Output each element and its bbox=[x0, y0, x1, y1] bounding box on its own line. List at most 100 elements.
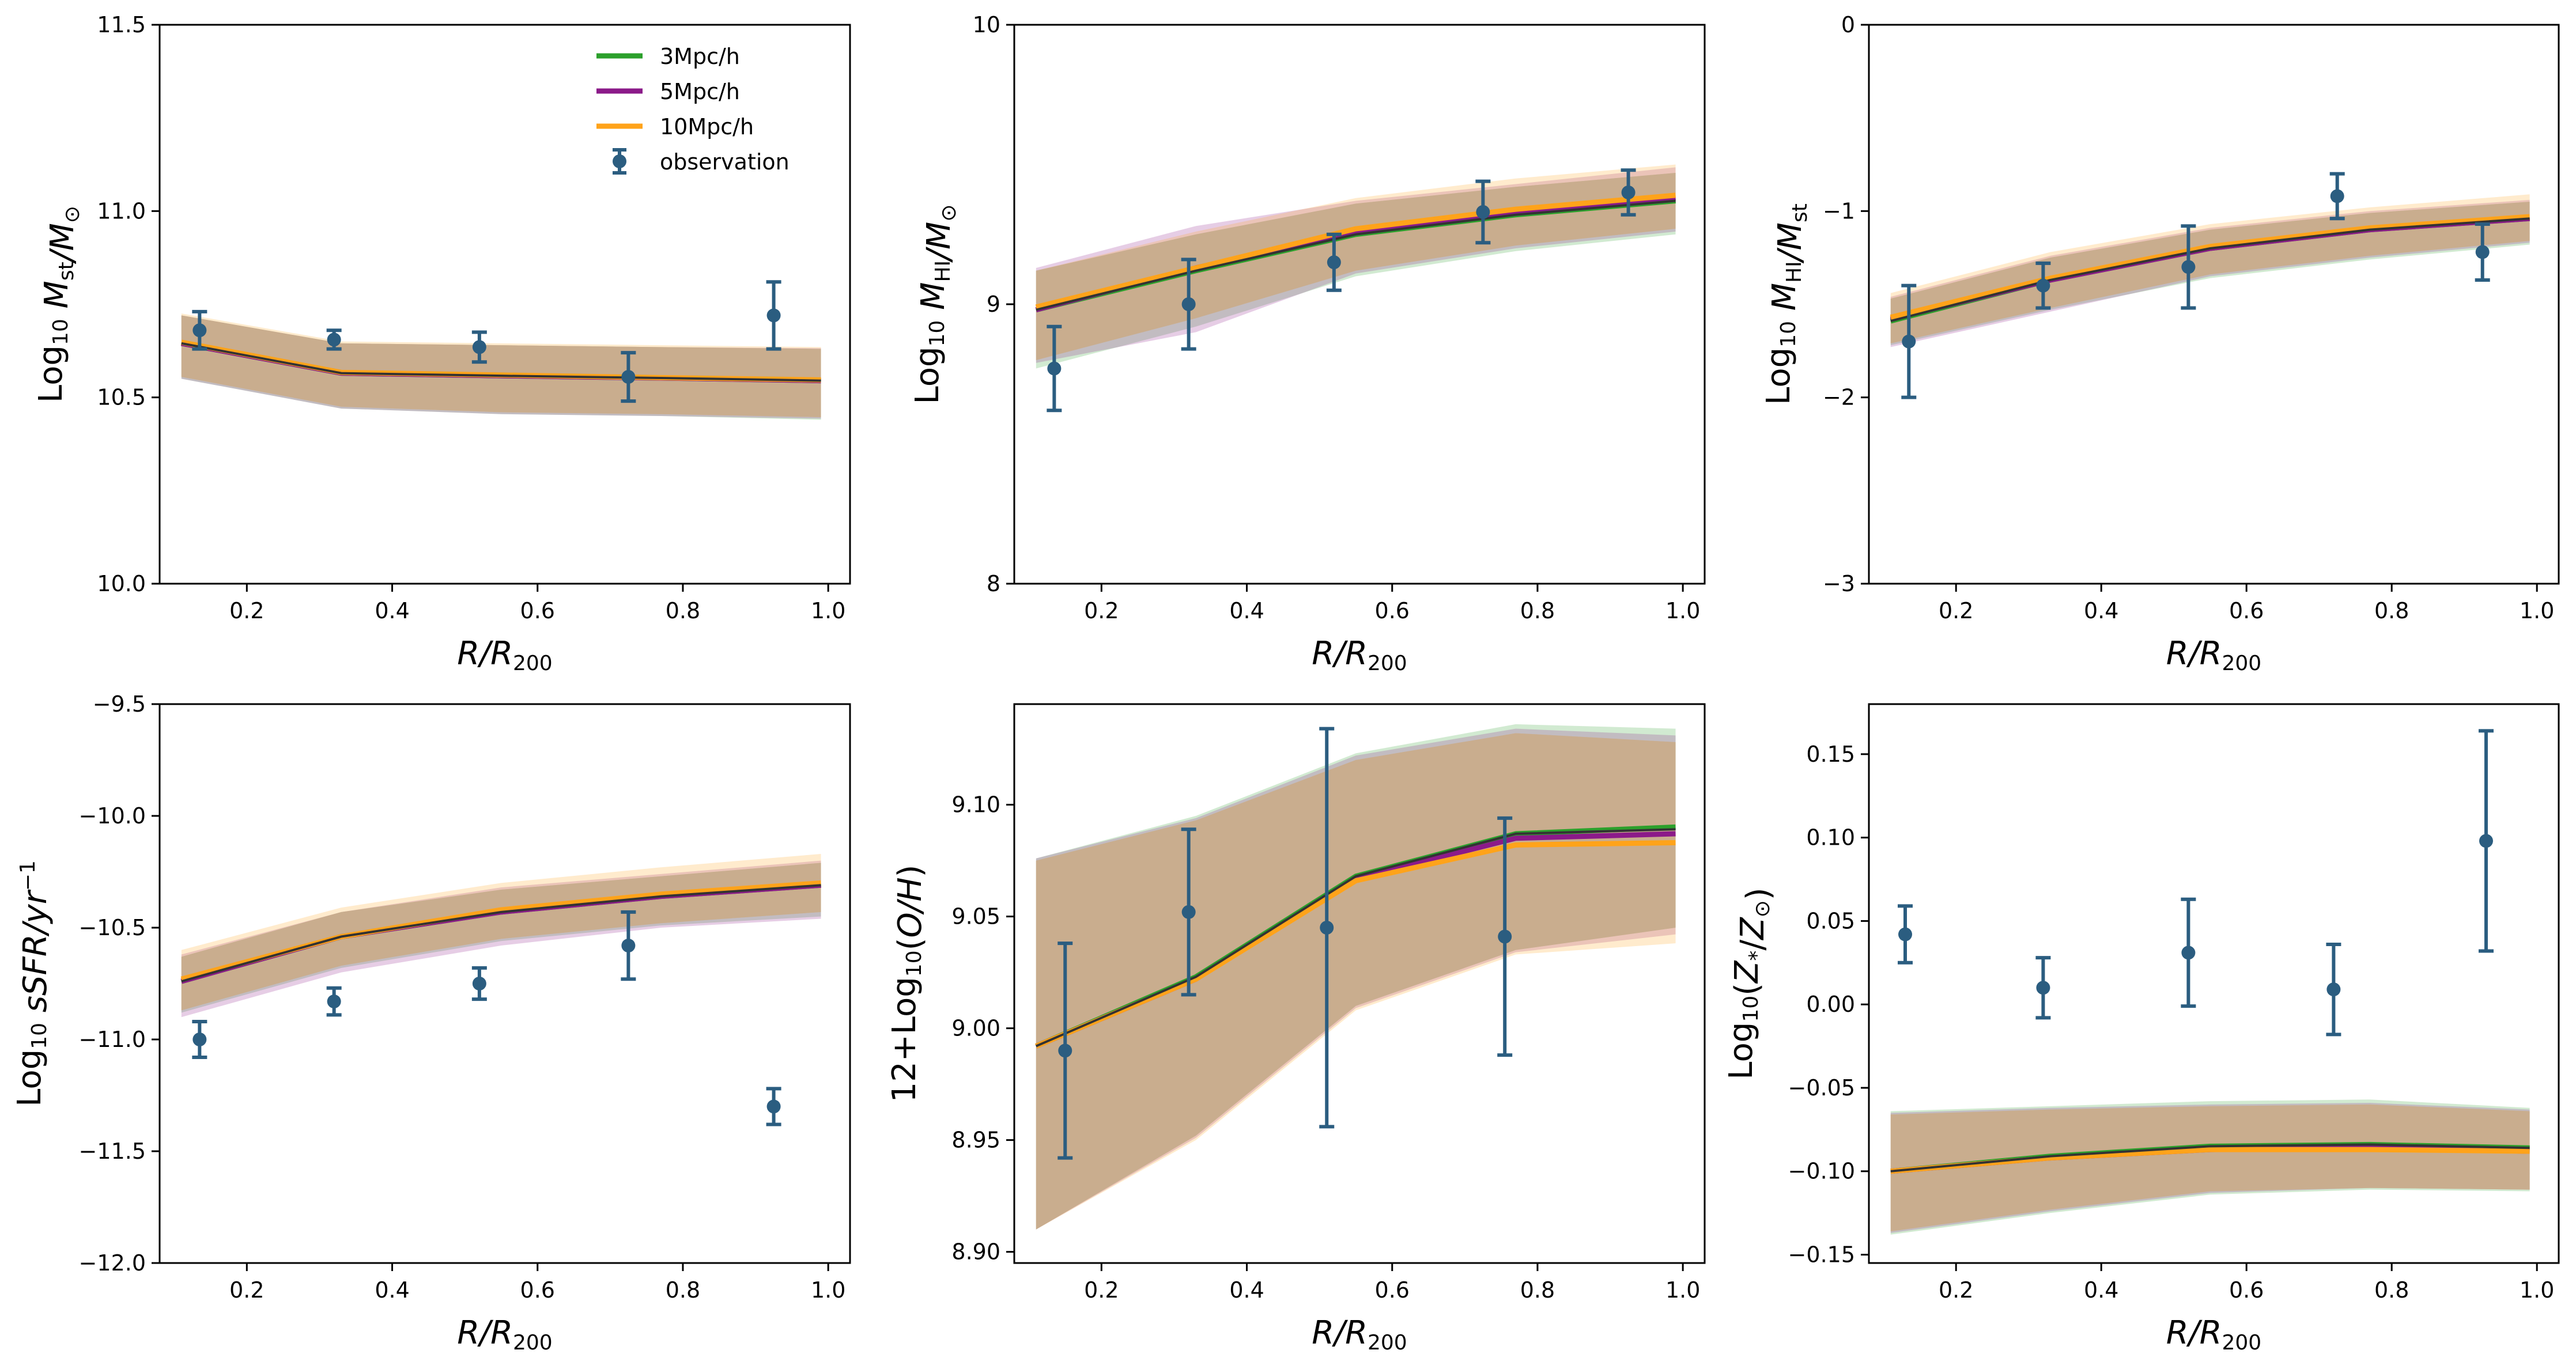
observation-point bbox=[2035, 261, 2051, 310]
y-tick-label: 9.05 bbox=[951, 904, 1000, 929]
y-tick-label: 8.95 bbox=[951, 1128, 1000, 1153]
x-tick-label: 0.6 bbox=[520, 1277, 555, 1303]
x-tick-label: 0.4 bbox=[375, 1277, 409, 1303]
y-tick-label: −0.15 bbox=[1788, 1242, 1855, 1268]
observation-point bbox=[621, 351, 636, 403]
y-axis-label: Log10(Z*/Z⊙) bbox=[1723, 887, 1777, 1079]
x-tick-label: 0.2 bbox=[1084, 598, 1119, 623]
mean-line bbox=[181, 342, 821, 382]
x-tick-label: 1.0 bbox=[811, 1277, 845, 1303]
plot-area bbox=[1035, 164, 1676, 369]
y-tick-label: −2 bbox=[1823, 385, 1855, 410]
y-axis-label: 12+Log10(O/H) bbox=[886, 865, 929, 1103]
y-tick-label: −0.10 bbox=[1788, 1159, 1855, 1184]
plot-area bbox=[1890, 1099, 2530, 1235]
band-overlap bbox=[181, 863, 821, 1011]
observation-point bbox=[1319, 727, 1335, 1129]
legend-item-10mpc: 10Mpc/h bbox=[596, 114, 754, 139]
axes-frame bbox=[158, 703, 851, 1264]
x-tick-label: 0.4 bbox=[1229, 1277, 1264, 1303]
x-tick-label: 0.4 bbox=[2084, 598, 2118, 623]
y-tick-label: 0.00 bbox=[1806, 992, 1855, 1017]
y-tick-label: 0.15 bbox=[1806, 742, 1855, 767]
band-overlap bbox=[1036, 173, 1676, 360]
y-tick-label: 9.00 bbox=[951, 1016, 1000, 1041]
x-axis-label: R/R200 bbox=[457, 1314, 552, 1355]
x-tick-label: 1.0 bbox=[1665, 598, 1700, 623]
legend-label: observation bbox=[660, 149, 790, 175]
observation-point bbox=[2329, 172, 2345, 221]
x-tick-label: 0.2 bbox=[229, 1277, 264, 1303]
y-tick-label: −0.05 bbox=[1788, 1075, 1855, 1101]
observation-point bbox=[2181, 224, 2196, 310]
y-tick-label: 8.90 bbox=[951, 1239, 1000, 1265]
band-overlap bbox=[181, 315, 821, 417]
series-line-10mpc bbox=[1890, 214, 2530, 320]
y-tick-label: −11.5 bbox=[79, 1139, 146, 1164]
y-axis-label: Log10 MHI/Mst bbox=[1760, 203, 1812, 405]
observation-point bbox=[1181, 258, 1196, 351]
x-tick-label: 0.2 bbox=[229, 598, 264, 623]
x-tick-label: 0.6 bbox=[1375, 1277, 1410, 1303]
observation-point bbox=[1326, 232, 1342, 292]
mean-line bbox=[1036, 828, 1676, 1048]
x-tick-label: 0.4 bbox=[1229, 598, 1264, 623]
legend: 3Mpc/h 5Mpc/h 10Mpc/h observation bbox=[596, 44, 790, 175]
band-overlap bbox=[1036, 733, 1676, 1230]
mean-line bbox=[181, 884, 821, 983]
series-line-10mpc bbox=[1035, 840, 1676, 1049]
x-tick-label: 0.6 bbox=[2229, 598, 2264, 623]
y-tick-label: 11.5 bbox=[97, 12, 146, 37]
y-tick-label: −10.5 bbox=[79, 915, 146, 940]
observation-point bbox=[1475, 179, 1491, 245]
observation-point bbox=[2479, 729, 2494, 953]
x-axis-label: R/R200 bbox=[2166, 635, 2261, 675]
x-tick-label: 0.8 bbox=[2374, 1277, 2409, 1303]
x-tick-label: 0.8 bbox=[2374, 598, 2409, 623]
x-tick-label: 0.8 bbox=[1520, 1277, 1555, 1303]
observation-point bbox=[2326, 942, 2341, 1037]
observation-point bbox=[1181, 827, 1196, 997]
x-tick-label: 0.8 bbox=[666, 1277, 700, 1303]
observation-point bbox=[192, 1019, 207, 1060]
y-tick-label: 10.0 bbox=[97, 571, 146, 596]
observation-point bbox=[1047, 324, 1062, 413]
legend-label: 3Mpc/h bbox=[660, 44, 740, 69]
legend-item-3mpc: 3Mpc/h bbox=[596, 44, 740, 69]
legend-swatch bbox=[613, 154, 626, 168]
plot-area bbox=[180, 853, 821, 1018]
y-tick-label: 9.10 bbox=[951, 792, 1000, 818]
y-tick-label: 10.5 bbox=[97, 385, 146, 410]
y-tick-label: 9 bbox=[987, 292, 1000, 317]
x-tick-label: 0.4 bbox=[375, 598, 409, 623]
y-tick-label: −3 bbox=[1823, 571, 1855, 596]
y-tick-label: 10 bbox=[973, 12, 1000, 37]
x-tick-label: 1.0 bbox=[811, 598, 845, 623]
observation-point bbox=[1057, 941, 1073, 1160]
observation-point bbox=[471, 330, 487, 364]
legend-item-5mpc: 5Mpc/h bbox=[596, 79, 740, 104]
axes-frame bbox=[1868, 24, 2560, 585]
legend-label: 10Mpc/h bbox=[660, 114, 754, 139]
y-tick-label: −11.0 bbox=[79, 1027, 146, 1052]
observation-point bbox=[1901, 283, 1917, 399]
mean-line bbox=[1890, 1143, 2530, 1173]
axes-frame bbox=[1868, 703, 2560, 1264]
mean-line bbox=[1890, 217, 2530, 323]
observation-point bbox=[1497, 816, 1513, 1057]
observation-point bbox=[2035, 956, 2051, 1020]
y-tick-label: −12.0 bbox=[79, 1250, 146, 1276]
legend-label: 5Mpc/h bbox=[660, 79, 740, 104]
y-tick-label: 11.0 bbox=[97, 198, 146, 224]
observation-point bbox=[621, 910, 636, 981]
x-tick-label: 0.6 bbox=[520, 598, 555, 623]
y-tick-label: 0.05 bbox=[1806, 908, 1855, 933]
x-axis-label: R/R200 bbox=[457, 635, 552, 675]
band-overlap bbox=[1890, 1104, 2530, 1231]
